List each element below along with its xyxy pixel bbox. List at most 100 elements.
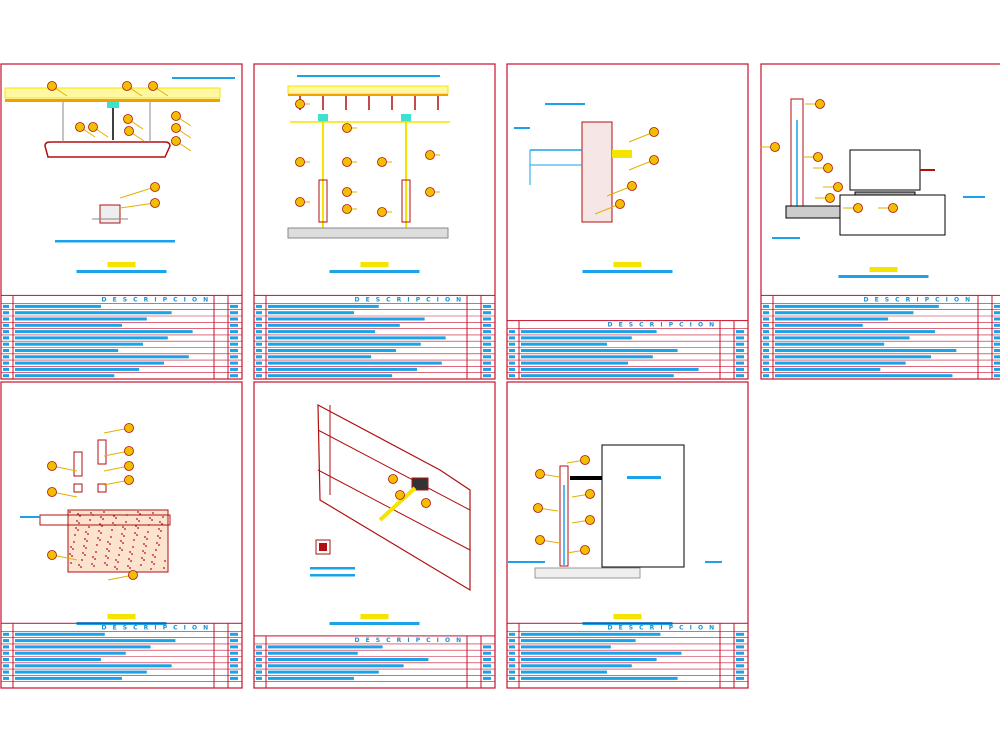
aggregate-dot [89, 519, 91, 521]
aggregate-dot [99, 539, 101, 541]
table-row-text [15, 664, 172, 668]
aggregate-dot [152, 554, 154, 556]
item-number [763, 349, 769, 352]
callout-balloon [535, 535, 545, 545]
item-number [3, 323, 9, 327]
slab [39, 514, 171, 526]
aggregate-dot [109, 543, 111, 545]
floor [534, 567, 641, 579]
item-number [256, 645, 262, 649]
callout-balloon [342, 123, 352, 133]
table-row-text [775, 336, 910, 340]
callout-balloon [580, 545, 590, 555]
callout-balloon [425, 150, 435, 160]
item-number [763, 304, 769, 308]
aggregate-dot [103, 511, 105, 513]
unit-text [736, 651, 744, 655]
item-number [509, 664, 515, 668]
label [627, 476, 661, 479]
aggregate-dot [141, 557, 143, 559]
table-row-text [521, 336, 632, 340]
floor-slab [287, 227, 449, 239]
aggregate-dot [118, 554, 120, 556]
item-number [763, 336, 769, 340]
callout-balloon [171, 123, 181, 133]
table-row-text [15, 330, 193, 334]
description-table: D E S C R I P C I O N [0, 294, 243, 380]
item-number [3, 658, 9, 661]
unit-text [736, 361, 744, 365]
aggregate-dot [135, 525, 137, 527]
item-number [256, 658, 262, 661]
callout-balloon [150, 182, 160, 192]
clamp [107, 102, 119, 108]
callout-balloon [128, 570, 138, 580]
table-row-text [15, 349, 119, 352]
isometric-wall [317, 403, 471, 592]
aggregate-dot [159, 521, 161, 523]
table-row-text [521, 676, 678, 680]
aggregate-dot [106, 548, 108, 550]
detail-subtitle [76, 270, 167, 273]
aggregate-dot [69, 511, 71, 513]
table-frame [253, 635, 496, 689]
aggregate-dot [161, 523, 163, 525]
callout-balloon [825, 193, 835, 203]
callout-balloon [533, 503, 543, 513]
aggregate-dot [104, 562, 106, 564]
caption [310, 567, 355, 570]
aggregate-dot [107, 541, 109, 543]
callout-balloon [295, 197, 305, 207]
unit-text [994, 349, 1000, 352]
item-number [763, 330, 769, 334]
table-row-text [775, 311, 914, 315]
table-row-text [775, 317, 889, 321]
aggregate-dot [70, 546, 72, 548]
detail-sheet-1: D E S C R I P C I O N [0, 63, 243, 380]
shape [310, 574, 355, 577]
aggregate-dot [88, 526, 90, 528]
item-number [509, 355, 515, 359]
section-detail [99, 204, 121, 224]
table-row-text [15, 658, 101, 661]
item-number [3, 342, 9, 346]
callout-balloon [627, 181, 637, 191]
callout-balloon [148, 81, 158, 91]
item-number [509, 349, 515, 352]
table-row-text [268, 342, 421, 346]
table-row-text [268, 355, 372, 359]
unit-text [994, 323, 1000, 327]
aggregate-dot [163, 567, 165, 569]
item-number [509, 361, 515, 365]
aggregate-dot [84, 538, 86, 540]
item-number [3, 664, 9, 668]
item-number [256, 651, 262, 655]
aggregate-dot [158, 528, 160, 530]
shape [97, 483, 107, 493]
table-row-text [15, 374, 115, 378]
leader-line [119, 202, 156, 209]
table-row-text [521, 670, 607, 674]
item-number [256, 323, 262, 327]
unit-text [483, 658, 491, 661]
table-row-text [521, 658, 657, 661]
callout-balloon [342, 204, 352, 214]
callout-balloon [615, 199, 625, 209]
detail-sheet-4: D E S C R I P C I O N [760, 63, 1000, 380]
description-table: D E S C R I P C I O N [0, 622, 243, 689]
item-number [3, 645, 9, 649]
item-number [3, 304, 9, 308]
table-row-text [268, 651, 358, 655]
panel-box [411, 477, 429, 491]
item-number [3, 374, 9, 378]
aggregate-dot [123, 535, 125, 537]
callout-balloon [47, 81, 57, 91]
unit-text [483, 367, 491, 371]
table-row-text [268, 367, 417, 371]
aggregate-dot [127, 565, 129, 567]
callout-balloon [833, 182, 843, 192]
unit-text [230, 645, 238, 649]
detail-title [360, 614, 389, 619]
item-number [3, 676, 9, 680]
unit-text [230, 361, 238, 365]
